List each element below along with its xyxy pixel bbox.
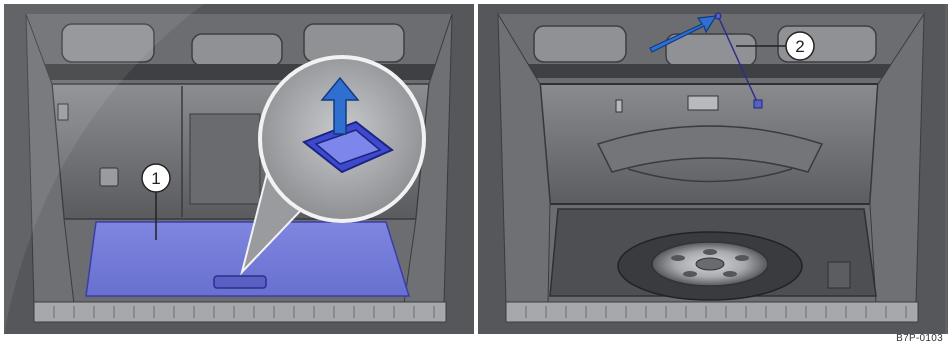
tool-tray bbox=[828, 262, 850, 288]
cover-hook-clip bbox=[754, 100, 762, 108]
cover-slot bbox=[616, 100, 622, 112]
headrest-left bbox=[534, 26, 626, 62]
figure-reference-code: B7P-0103 bbox=[896, 333, 943, 344]
left-panel-trunk-floor-cover: 1 bbox=[4, 4, 474, 334]
loading-sill bbox=[34, 302, 446, 322]
left-panel-illustration: 1 bbox=[4, 4, 474, 334]
right-panel-spare-wheel: 2 bbox=[478, 4, 948, 334]
luggage-cover-bar bbox=[516, 64, 908, 78]
seat-release-latch bbox=[100, 168, 118, 186]
callout-1-label: 1 bbox=[151, 169, 160, 188]
seat-panel bbox=[190, 114, 260, 204]
cover-handle-recess bbox=[688, 96, 718, 110]
callout-2-label: 2 bbox=[795, 37, 804, 56]
floor-cover-handle bbox=[214, 276, 266, 288]
headrest-center bbox=[192, 34, 282, 66]
right-panel-illustration: 2 bbox=[478, 4, 945, 334]
loading-sill bbox=[506, 302, 918, 322]
wheel-hub bbox=[696, 258, 724, 270]
